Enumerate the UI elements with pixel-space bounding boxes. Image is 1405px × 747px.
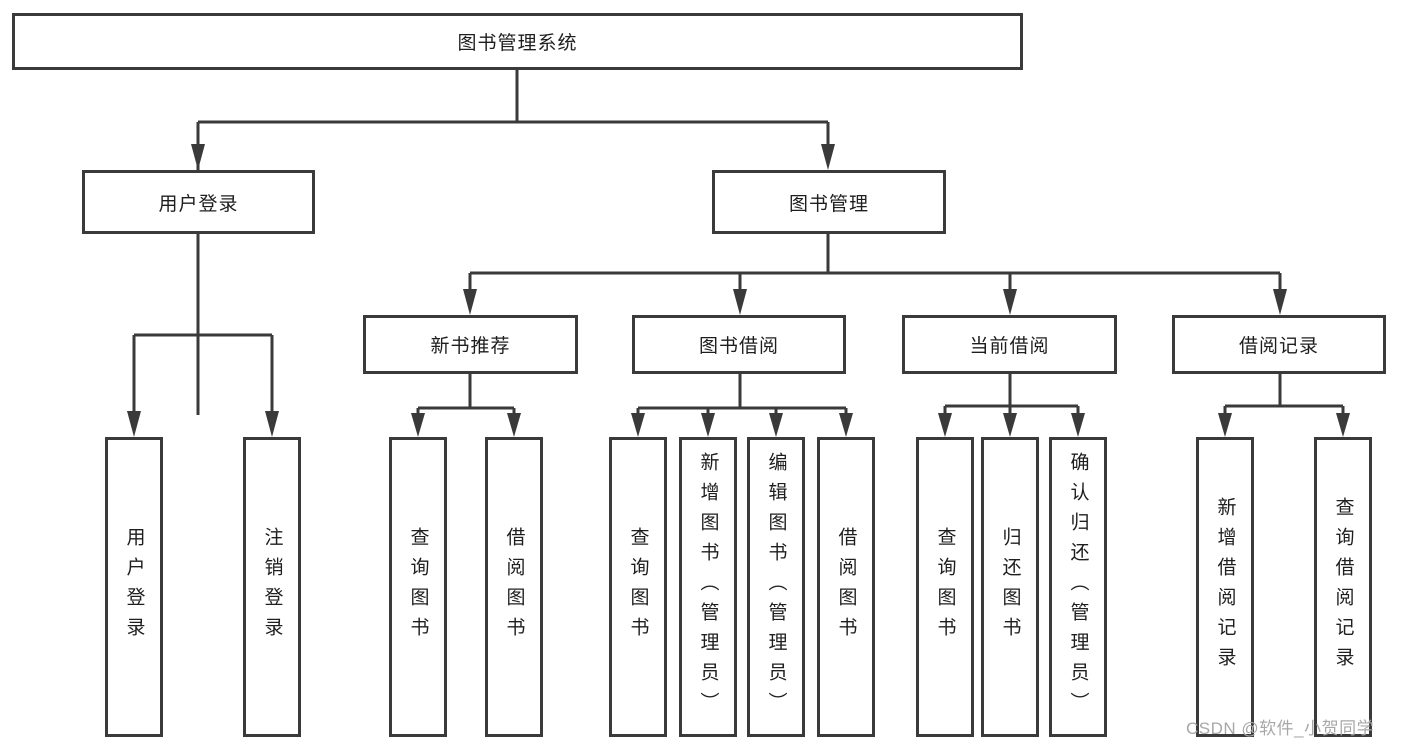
leaf-borrow-borrow-books: 借阅图书: [817, 437, 875, 737]
node-library-system: 图书管理系统: [12, 13, 1023, 70]
leaf-current-confirm-return-admin: 确认归还（管理员）: [1049, 437, 1107, 737]
leaf-current-return-books: 归还图书: [981, 437, 1039, 737]
node-book-management: 图书管理: [712, 170, 946, 234]
leaf-current-query-books: 查询图书: [916, 437, 974, 737]
csdn-watermark: CSDN @软件_小贺同学: [1186, 719, 1375, 738]
leaf-borrow-add-books-admin: 新增图书（管理员）: [679, 437, 737, 737]
leaf-borrow-query-books: 查询图书: [609, 437, 667, 737]
node-book-borrowing: 图书借阅: [632, 315, 846, 374]
leaf-newbook-borrow-books: 借阅图书: [485, 437, 543, 737]
leaf-records-query-record: 查询借阅记录: [1314, 437, 1372, 737]
leaf-borrow-edit-books-admin: 编辑图书（管理员）: [747, 437, 805, 737]
node-user-login: 用户登录: [82, 170, 315, 234]
node-borrow-records: 借阅记录: [1172, 315, 1386, 374]
leaf-records-add-record: 新增借阅记录: [1196, 437, 1254, 737]
node-new-book-recommend: 新书推荐: [363, 315, 578, 374]
leaf-user-login: 用户登录: [105, 437, 163, 737]
leaf-logout: 注销登录: [243, 437, 301, 737]
leaf-newbook-query-books: 查询图书: [389, 437, 447, 737]
node-current-borrowing: 当前借阅: [902, 315, 1117, 374]
